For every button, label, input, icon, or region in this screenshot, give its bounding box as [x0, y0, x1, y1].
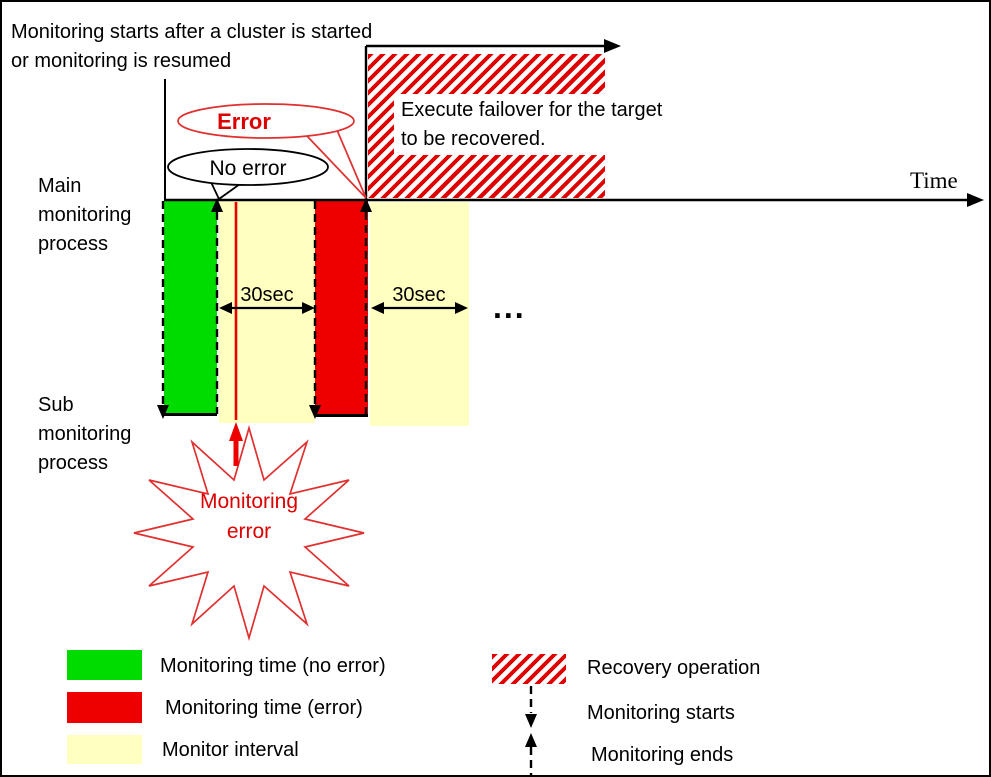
error-arrow-head [229, 422, 243, 441]
legend-monitoring-starts-arrow [525, 714, 537, 728]
timeline-continuation-ellipsis: ... [493, 289, 526, 325]
interval-label-1: 30sec [240, 284, 294, 306]
legend-label-monitoring-ends: Monitoring ends [591, 744, 734, 766]
time-axis-label: Time [910, 168, 958, 193]
legend-label-recovery-operation: Recovery operation [587, 657, 761, 679]
monitoring-ends-arrow-2 [360, 198, 372, 212]
legend-label-monitoring-starts: Monitoring starts [587, 702, 735, 724]
monitoring-starts-arrow-2 [309, 405, 321, 419]
legend-monitoring-ends-arrow [525, 733, 537, 747]
error-bubble-tail [306, 129, 367, 199]
legend-swatch-monitoring-time-error [67, 692, 142, 723]
no-error-bubble-shape [167, 148, 329, 186]
interval-arrow-1-right-head [302, 302, 315, 314]
monitoring-time-error-bar [315, 201, 368, 417]
failover-callout-box: Execute failover for the target to be re… [394, 94, 724, 155]
monitoring-error-starburst-shape [133, 424, 365, 642]
legend-label-monitoring-time-error: Monitoring time (error) [165, 697, 363, 719]
monitoring-starts-arrow-1 [157, 405, 169, 419]
start-note: Monitoring starts after a cluster is sta… [11, 21, 373, 72]
interval-arrow-2-right-head [455, 302, 468, 314]
no-error-bubble-label: No error [209, 157, 287, 180]
interval-label-2: 30sec [392, 284, 446, 306]
error-bubble-shape [177, 103, 355, 139]
failover-arrow-head [604, 39, 621, 53]
monitoring-time-no-error-bar [164, 201, 217, 416]
timeline-arrow-head [967, 193, 984, 207]
interval-arrow-2-left-head [371, 302, 384, 314]
monitoring-error-starburst-label: Monitoring error [199, 490, 299, 543]
legend-label-monitor-interval: Monitor interval [162, 739, 299, 761]
error-bubble-label: Error [217, 109, 271, 134]
legend-swatch-monitor-interval [67, 735, 142, 764]
legend-swatch-monitoring-time-no-error [67, 650, 142, 680]
failover-callout-text: Execute failover for the target to be re… [401, 99, 663, 150]
interval-arrow-1-left-head [219, 302, 232, 314]
legend-swatch-recovery-operation [492, 654, 566, 684]
legend-label-monitoring-time-no-error: Monitoring time (no error) [160, 655, 386, 677]
main-process-label: Main monitoring process [38, 175, 132, 255]
monitoring-ends-arrow-1 [211, 198, 223, 212]
monitor-interval-bar-2 [370, 202, 469, 426]
sub-process-label: Sub monitoring process [38, 394, 132, 474]
